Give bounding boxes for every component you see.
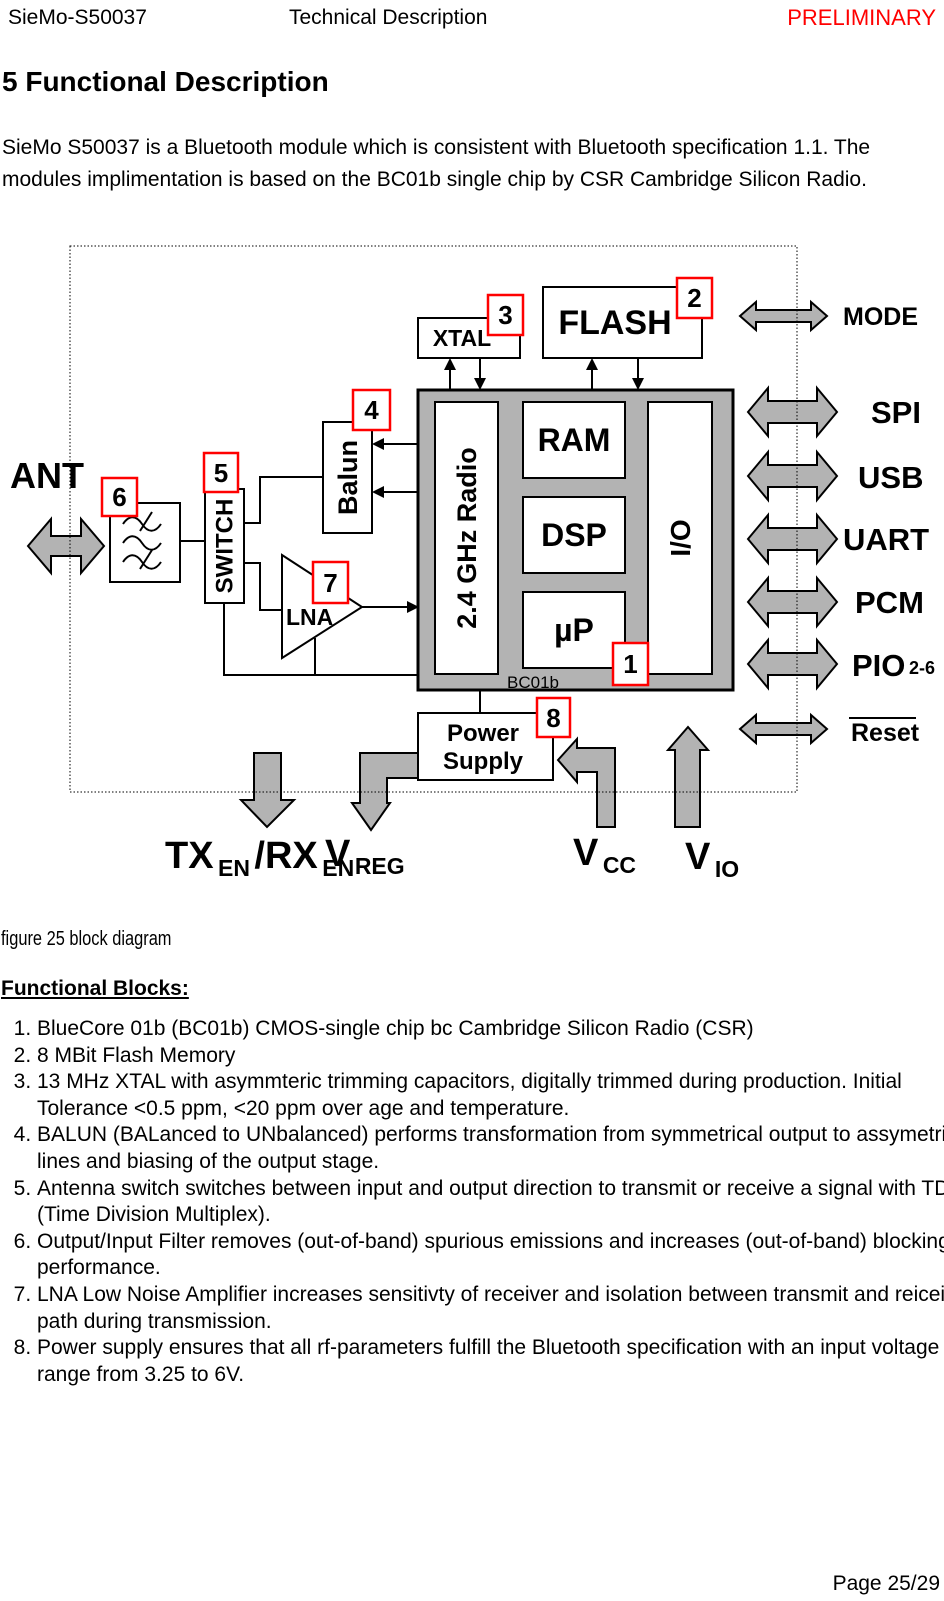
ram-block xyxy=(522,401,626,479)
vreg-label: V REG xyxy=(325,833,405,879)
list-item: 8 MBit Flash Memory xyxy=(37,1043,944,1070)
wire-switch-lna xyxy=(244,562,282,611)
reset-arrow-icon xyxy=(738,712,829,746)
reset-port-label: Reset xyxy=(851,719,920,747)
vcc-arrow-icon xyxy=(556,736,616,828)
txen-rxen-arrow-icon xyxy=(238,752,297,829)
wire-switch-chip-bottom xyxy=(223,603,418,676)
pcm-arrow-icon xyxy=(746,575,839,629)
power-supply-label-line1: Power xyxy=(447,720,519,747)
module-boundary xyxy=(69,245,798,793)
arrowhead-xtal-down xyxy=(474,378,486,390)
header-product: SieMo-S50037 xyxy=(8,6,147,29)
vio-arrow-icon xyxy=(665,725,711,828)
ant-label: ANT xyxy=(10,455,84,496)
list-item: BALUN (BALanced to UNbalanced) performs … xyxy=(37,1122,944,1175)
spi-port-label: SPI xyxy=(871,395,921,430)
callout-num-power: 8 xyxy=(546,703,560,733)
pio-arrow-icon xyxy=(746,637,839,691)
pio-port-label: PIO 2-6 xyxy=(852,648,935,683)
arrowhead-flash-down xyxy=(632,378,644,390)
callout-num-switch: 5 xyxy=(214,458,228,488)
callout-num-balun: 4 xyxy=(364,395,379,425)
list-item: BlueCore 01b (BC01b) CMOS-single chip bc… xyxy=(37,1016,944,1043)
io-block xyxy=(647,401,713,675)
list-item: Output/Input Filter removes (out-of-band… xyxy=(37,1229,944,1282)
callout-box-4 xyxy=(351,388,392,432)
uart-arrow-icon xyxy=(746,512,839,566)
radio-block xyxy=(434,401,499,675)
mode-arrow-icon xyxy=(738,299,829,333)
functional-blocks-heading: Functional Blocks: xyxy=(1,977,189,1000)
usb-arrow-icon xyxy=(746,449,839,503)
power-supply-label-line2: Supply xyxy=(443,748,524,775)
callout-box-6 xyxy=(100,476,139,518)
page-title: 5 Functional Description xyxy=(2,66,329,97)
power-supply-block xyxy=(417,712,554,781)
lna-label: LNA xyxy=(286,604,333,630)
balun-block xyxy=(322,421,373,534)
arrowhead-balun-2 xyxy=(372,486,384,498)
flash-label: FLASH xyxy=(558,304,671,342)
intro-paragraph: SieMo S50037 is a Bluetooth module which… xyxy=(2,136,871,191)
figure-caption: figure 25 block diagram xyxy=(1,928,172,950)
filter-wave-icon xyxy=(122,511,162,570)
callout-num-xtal: 3 xyxy=(498,300,512,330)
usb-port-label: USB xyxy=(858,460,923,495)
header-doc-type: Technical Description xyxy=(289,6,488,29)
block-diagram: 2.4 GHz Radio RAM DSP µP I/O BC01b XTAL … xyxy=(10,245,935,882)
balun-label: Balun xyxy=(333,440,363,515)
dsp-label: DSP xyxy=(541,517,607,553)
up-label: µP xyxy=(554,612,594,648)
ram-label: RAM xyxy=(538,422,611,458)
callout-num-filter: 6 xyxy=(112,482,126,512)
wires xyxy=(180,358,644,713)
spi-arrow-icon xyxy=(746,385,839,439)
chip-name-label: BC01b xyxy=(507,673,559,692)
txen-rxen-label: TX EN /RX EN xyxy=(165,835,354,881)
io-label: I/O xyxy=(665,519,696,556)
callout-box-2 xyxy=(675,276,714,320)
radio-label: 2.4 GHz Radio xyxy=(452,447,482,629)
callout-num-lna: 7 xyxy=(323,568,337,598)
flash-block xyxy=(542,286,703,359)
callout-box-5 xyxy=(202,451,240,494)
switch-block xyxy=(204,488,245,604)
port-arrows xyxy=(26,299,839,832)
page-number: Page 25/29 xyxy=(832,1572,940,1595)
callout-box-7 xyxy=(311,560,350,605)
list-item: Antenna switch switches between input an… xyxy=(37,1176,944,1229)
arrowhead-flash-up xyxy=(586,358,598,370)
uart-port-label: UART xyxy=(843,522,929,557)
switch-label: SWITCH xyxy=(212,499,239,594)
mode-port-label: MODE xyxy=(843,303,918,331)
callout-num-flash: 2 xyxy=(687,283,701,313)
header-status-preliminary: PRELIMINARY xyxy=(787,5,936,30)
callout-numbers: 6 5 4 7 3 2 1 8 xyxy=(112,283,701,733)
wire-switch-balun xyxy=(244,476,323,524)
arrowhead-balun-1 xyxy=(372,438,384,450)
callout-num-chip: 1 xyxy=(623,649,637,679)
list-item: 13 MHz XTAL with asymmteric trimming cap… xyxy=(37,1069,944,1122)
arrowhead-lna-chip xyxy=(407,601,419,613)
callout-box-1 xyxy=(611,641,650,687)
list-item: LNA Low Noise Amplifier increases sensit… xyxy=(37,1282,944,1335)
functional-blocks-list: BlueCore 01b (BC01b) CMOS-single chip bc… xyxy=(0,1016,944,1388)
arrowhead-xtal-up xyxy=(444,358,456,370)
callout-box-8 xyxy=(535,696,572,739)
ant-arrow-icon xyxy=(26,516,106,576)
vcc-label: V CC xyxy=(573,832,636,878)
dsp-block xyxy=(522,496,626,574)
up-block xyxy=(522,591,626,669)
list-item: Power supply ensures that all rf-paramet… xyxy=(37,1335,944,1388)
pcm-port-label: PCM xyxy=(855,585,924,620)
xtal-label: XTAL xyxy=(433,325,491,351)
vio-label: V IO xyxy=(685,836,739,882)
callout-boxes xyxy=(100,276,714,739)
callout-box-3 xyxy=(486,293,525,337)
